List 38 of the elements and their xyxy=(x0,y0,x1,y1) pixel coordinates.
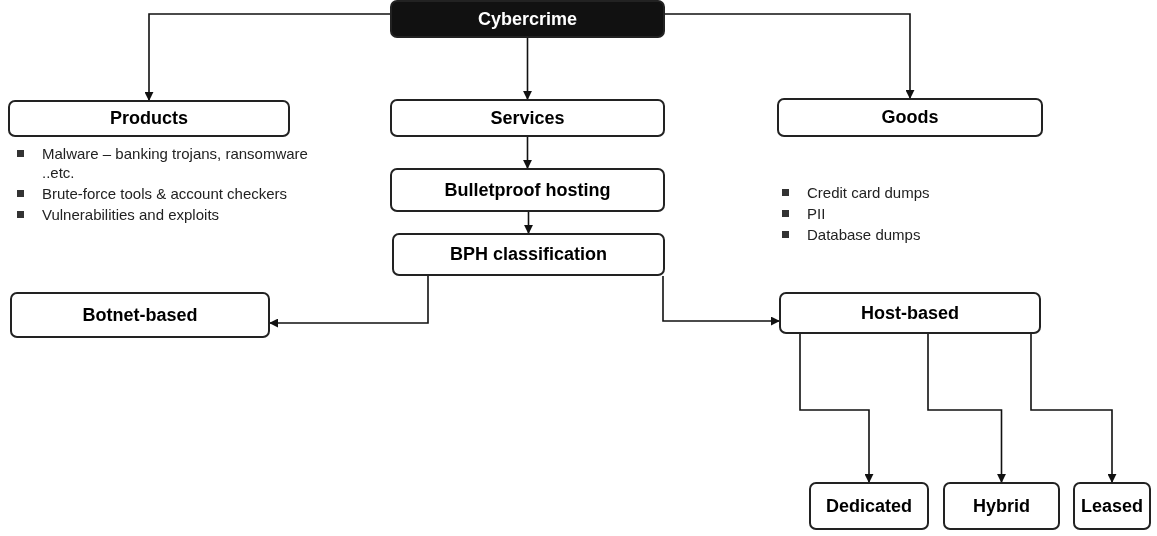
category-box xyxy=(779,292,1041,334)
node-label: Cybercrime xyxy=(477,8,578,30)
node-label: Goods xyxy=(881,107,939,128)
list-item: Brute-force tools & account checkers xyxy=(42,185,288,202)
category-box xyxy=(943,482,1060,530)
node-label: Dedicated xyxy=(826,495,912,517)
category-box xyxy=(1073,482,1151,530)
category-box xyxy=(10,292,270,338)
arrow xyxy=(662,275,780,326)
arrow xyxy=(799,333,874,483)
arrow xyxy=(1030,333,1117,483)
category-box xyxy=(809,482,929,530)
arrow xyxy=(269,275,429,328)
arrow xyxy=(927,333,1006,483)
node-label: Hybrid xyxy=(973,495,1030,517)
category-box xyxy=(390,99,665,137)
arrow xyxy=(664,13,915,99)
list-item: Credit card dumps xyxy=(807,184,930,201)
list-item: PII xyxy=(807,205,826,222)
category-box xyxy=(390,0,665,38)
node-label: BPH classification xyxy=(449,244,608,265)
arrow xyxy=(523,37,532,100)
list-item: Database dumps xyxy=(807,226,921,243)
arrow xyxy=(523,136,532,169)
node-label: Host-based xyxy=(861,302,959,324)
arrow xyxy=(144,13,391,101)
node-label: Botnet-based xyxy=(82,304,198,326)
category-box xyxy=(8,100,290,137)
node-label: Bulletproof hosting xyxy=(444,179,611,201)
arrow xyxy=(524,211,533,234)
category-box xyxy=(390,168,665,212)
list-item: Malware – banking trojans, ransomware ..etc. xyxy=(42,145,308,181)
category-box xyxy=(392,233,665,276)
node-label: Leased xyxy=(1080,495,1143,517)
node-label: Services xyxy=(490,107,565,129)
list-item: Vulnerabilities and exploits xyxy=(42,206,220,223)
category-box xyxy=(777,98,1043,137)
node-label: Products xyxy=(110,108,188,129)
